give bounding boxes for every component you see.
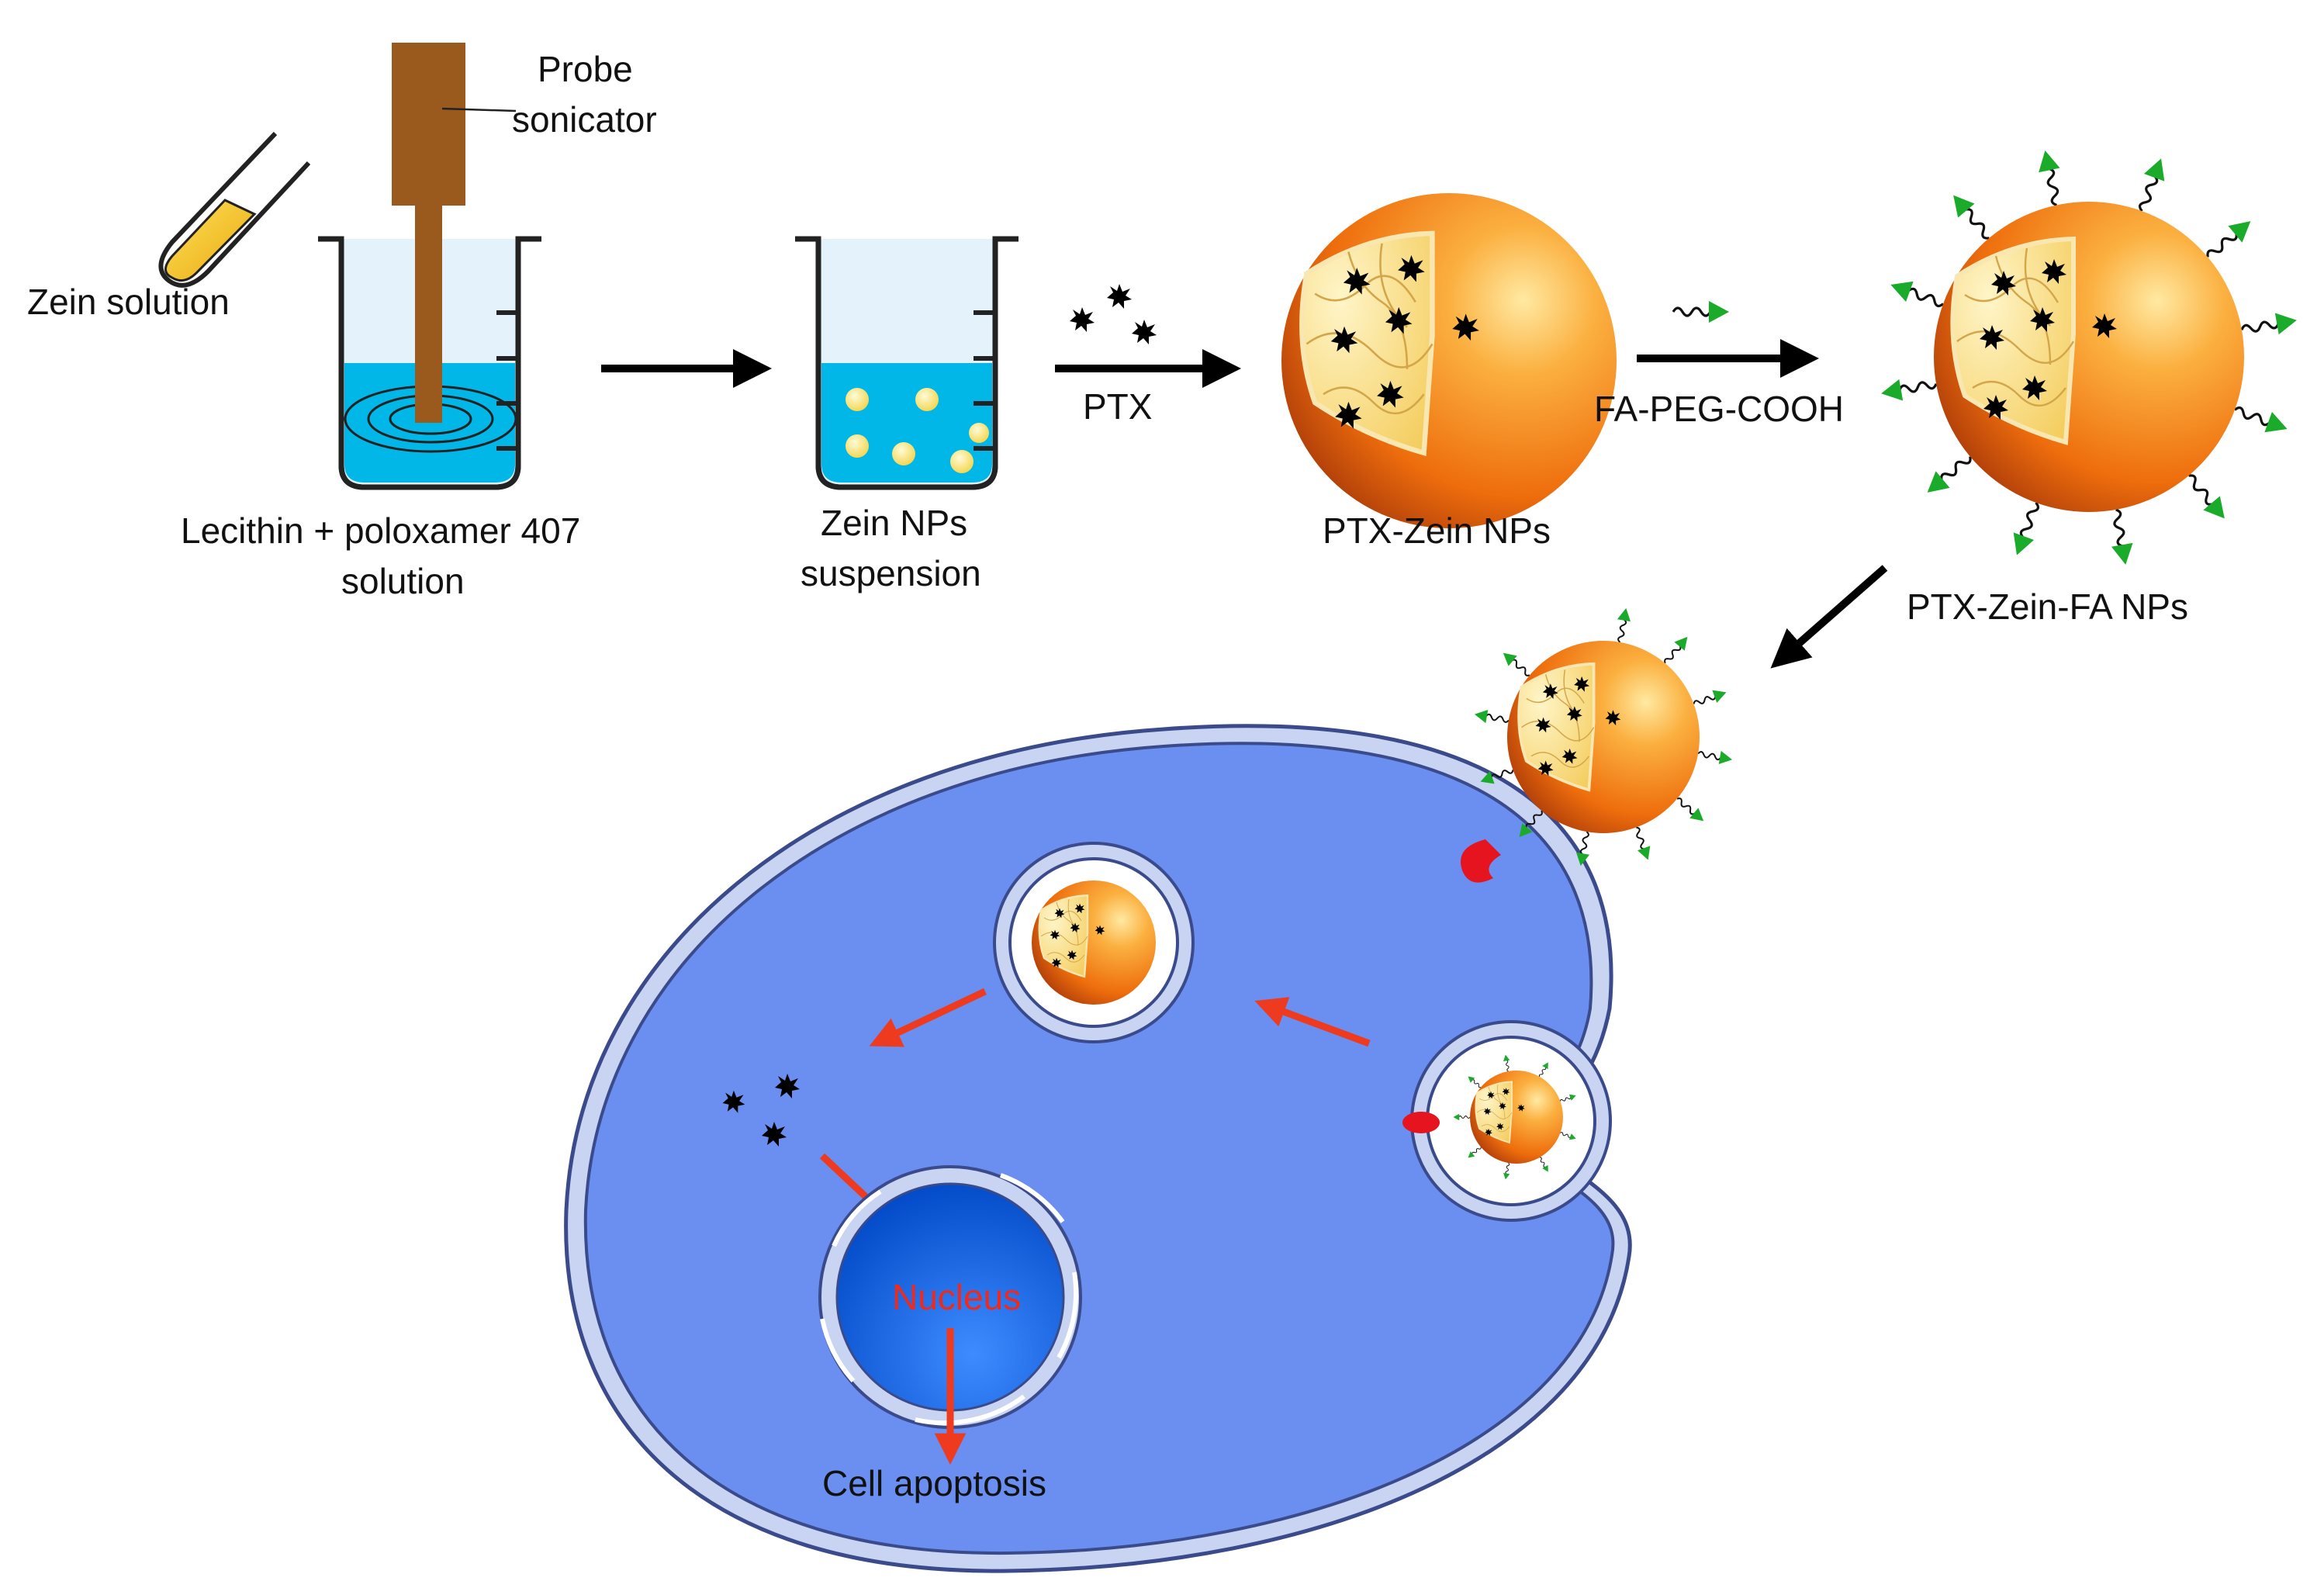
zein-nps-label-line2: suspension xyxy=(801,553,981,593)
lecithin-label-line2: solution xyxy=(341,561,465,601)
lecithin-label-line1: Lecithin + poloxamer 407 xyxy=(181,510,580,551)
pathway-arrow xyxy=(1254,997,1371,1047)
ptx-zein-fa-label: PTX-Zein-FA NPs xyxy=(1907,586,2188,627)
test-tube-icon xyxy=(158,131,311,288)
probe-label-line2: sonicator xyxy=(512,99,657,140)
zein-solution-label: Zein solution xyxy=(27,282,230,322)
fa-peg-icon xyxy=(1672,299,1731,324)
nucleus-label: Nucleus xyxy=(892,1277,1021,1317)
pathway-arrow xyxy=(869,988,987,1047)
probe-label-line1: Probe xyxy=(538,49,633,89)
apoptosis-label: Cell apoptosis xyxy=(822,1463,1046,1503)
fa-peg-label: FA-PEG-COOH xyxy=(1594,389,1844,429)
nanoparticle-icon xyxy=(1281,193,1617,528)
nanoparticle-icon xyxy=(1032,880,1156,1005)
process-arrow xyxy=(1770,565,1888,669)
nucleus-icon xyxy=(818,1165,1082,1429)
ptx-zein-label: PTX-Zein NPs xyxy=(1323,510,1551,551)
probe-sonicator-icon xyxy=(392,43,517,423)
zein-nps-label-line1: Zein NPs xyxy=(821,503,967,543)
beaker-icon xyxy=(795,236,1018,490)
receptor-icon xyxy=(1461,839,1501,883)
ptx-label: PTX xyxy=(1083,386,1152,427)
receptor-icon xyxy=(1402,1112,1440,1133)
nanoparticle-icon xyxy=(1878,147,2300,568)
drug-molecule-icon xyxy=(1070,284,1157,344)
